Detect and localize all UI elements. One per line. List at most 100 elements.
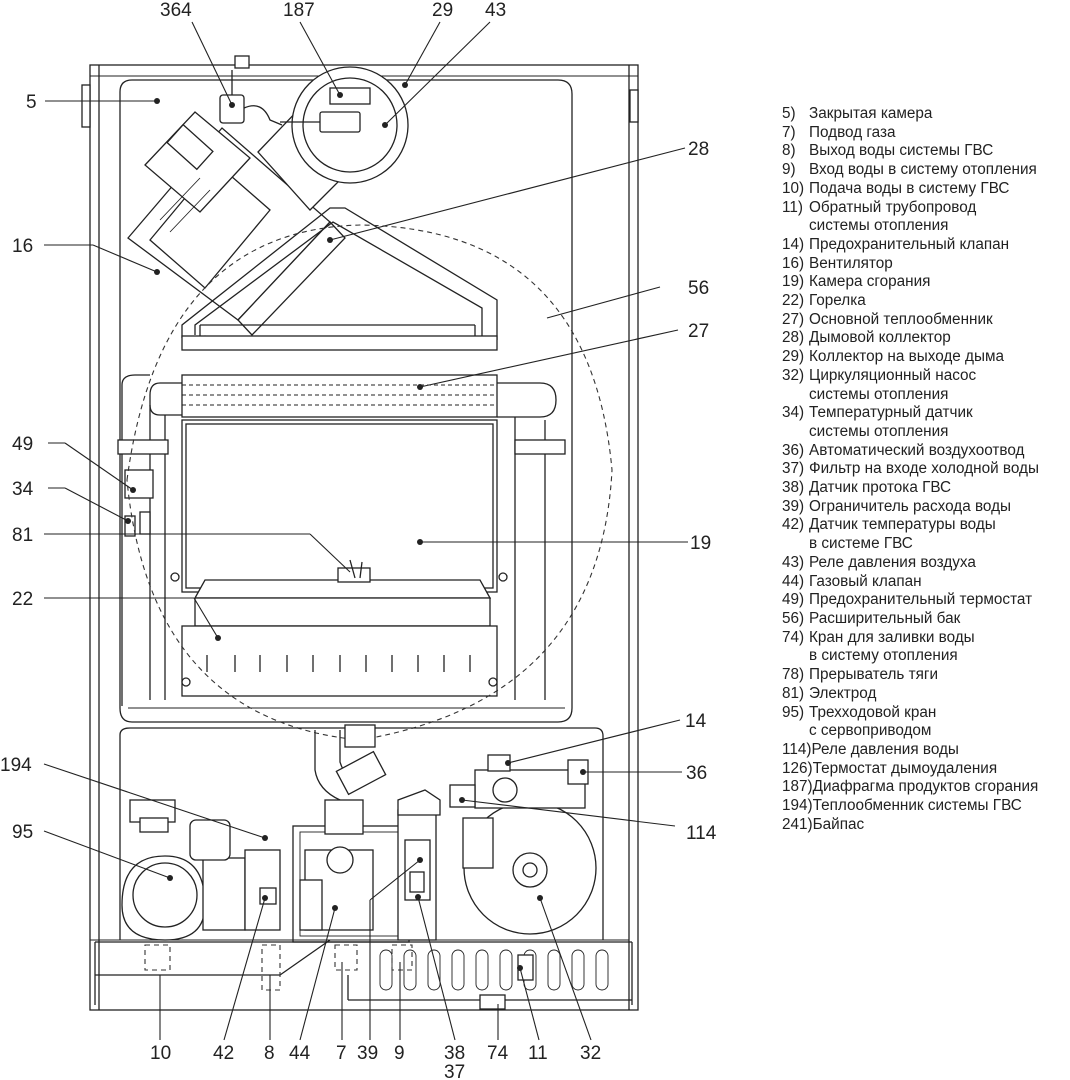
legend-item: 27)Основной теплообменник — [782, 311, 1067, 330]
legend-label: Датчик температуры воды в системе ГВС — [809, 516, 996, 553]
callout-44: 44 — [289, 1043, 311, 1064]
legend-label: Термостат дымоудаления — [812, 759, 998, 777]
legend-number: 187) — [782, 778, 813, 796]
legend-number: 19) — [782, 273, 805, 291]
callout-28: 28 — [688, 139, 709, 160]
legend-number: 28) — [782, 329, 805, 347]
legend-item: 43)Реле давления воздуха — [782, 554, 1067, 573]
gas-valve — [299, 799, 374, 931]
legend-item: 7) Подвод газа — [782, 124, 1067, 143]
callout-10: 10 — [150, 1043, 171, 1064]
legend-item: 78)Прерыватель тяги — [782, 666, 1067, 685]
legend-number: 11) — [782, 198, 803, 216]
legend-label: Предохранительный термостат — [809, 591, 1033, 609]
legend-number: 27) — [782, 310, 805, 328]
legend-number: 7) — [782, 123, 796, 141]
legend-label: Трехходовой кран с сервоприводом — [809, 703, 937, 740]
legend-item: 42)Датчик температуры воды в системе ГВС — [782, 516, 1067, 553]
callout-49: 49 — [12, 434, 33, 455]
legend-label: Циркуляционный насос системы отопления — [809, 366, 977, 403]
callout-5: 5 — [26, 92, 37, 113]
legend-label: Горелка — [809, 292, 866, 310]
callout-29: 29 — [432, 0, 453, 21]
callout-8: 8 — [264, 1043, 275, 1064]
burner — [181, 579, 498, 697]
legend-label: Подвод газа — [809, 123, 896, 141]
legend-item: 44)Газовый клапан — [782, 573, 1067, 592]
callout-39: 39 — [357, 1043, 378, 1064]
legend-number: 14) — [782, 235, 805, 253]
legend-number: 10) — [782, 179, 805, 197]
legend-item: 114)Реле давления воды — [782, 741, 1067, 760]
legend-label: Закрытая камера — [809, 105, 933, 122]
legend-label: Температурный датчик системы отопления — [809, 404, 973, 440]
expansion-vessel — [126, 224, 613, 741]
legend-number: 22) — [782, 292, 805, 310]
heat-exchanger-fins — [182, 384, 497, 406]
boiler-casing — [81, 64, 639, 1011]
callout-11: 11 — [528, 1043, 548, 1064]
legend-number: 36) — [782, 441, 805, 459]
callout-81: 81 — [12, 525, 33, 546]
legend-item: 95)Трехходовой кран с сервоприводом — [782, 704, 1067, 741]
callout-194: 194 — [0, 755, 32, 776]
callout-74: 74 — [487, 1043, 509, 1064]
safety-valve-and-deaerator — [449, 754, 589, 809]
legend-item: 34)Температурный датчик системы отоплени… — [782, 404, 1067, 441]
legend-label: Газовый клапан — [809, 572, 922, 590]
legend-item: 38)Датчик протока ГВС — [782, 479, 1067, 498]
legend-number: 114) — [782, 740, 812, 758]
legend-item: 5)Закрытая камера — [782, 105, 1067, 124]
legend-item: 14)Предохранительный клапан — [782, 236, 1067, 255]
legend-label: Фильтр на входе холодной воды — [809, 460, 1039, 478]
callout-38: 38 — [444, 1043, 465, 1064]
legend-label: Теплообменник системы ГВС — [812, 797, 1022, 815]
legend-number: 43) — [782, 553, 805, 571]
legend-item: 194)Теплообменник системы ГВС — [782, 797, 1067, 816]
callout-37: 37 — [444, 1062, 465, 1080]
callout-7: 7 — [336, 1043, 347, 1064]
legend-label: Дымовой коллектор — [809, 329, 951, 347]
legend-label: Электрод — [809, 684, 877, 702]
legend-label: Предохранительный клапан — [809, 235, 1010, 253]
leader-lines — [43, 21, 688, 1041]
legend-item: 29)Коллектор на выходе дыма — [782, 348, 1067, 367]
legend-item: 19)Камера сгорания — [782, 273, 1067, 292]
legend-item: 56)Расширительный бак — [782, 610, 1067, 629]
callout-19: 19 — [690, 533, 711, 554]
burner-nozzles — [206, 655, 471, 672]
legend-item: 241)Байпас — [782, 816, 1067, 835]
legend-number: 34) — [782, 404, 805, 422]
legend-label: Коллектор на выходе дыма — [809, 348, 1005, 366]
legend-item: 74)Кран для заливки воды в систему отопл… — [782, 629, 1067, 666]
legend-label: Вход воды в систему отопления — [809, 161, 1037, 179]
callout-95: 95 — [12, 822, 33, 843]
legend-item: 9)Вход воды в систему отопления — [782, 161, 1067, 180]
legend-number: 29) — [782, 348, 805, 366]
legend-item: 28)Дымовой коллектор — [782, 329, 1067, 348]
electrode — [337, 559, 371, 583]
sealed-chamber — [119, 79, 573, 723]
callout-16: 16 — [12, 236, 33, 257]
fume-collector-29 — [280, 66, 409, 184]
legend-label: Прерыватель тяги — [809, 666, 939, 684]
flow-sensor-block — [397, 789, 441, 941]
callout-9: 9 — [394, 1043, 405, 1064]
legend-label: Обратный трубопровод системы отопления — [809, 198, 977, 235]
legend-label: Байпас — [812, 815, 865, 833]
lower-hydraulic-block — [119, 724, 604, 940]
legend-label: Расширительный бак — [809, 609, 961, 627]
legend-number: 78) — [782, 666, 805, 684]
legend-item: 37)Фильтр на входе холодной воды — [782, 460, 1067, 479]
legend-number: 56) — [782, 609, 805, 627]
gas-pipe-connector-364 — [219, 55, 283, 126]
legend-item: 126)Термостат дымоудаления — [782, 760, 1067, 779]
legend-number: 32) — [782, 366, 805, 384]
callout-22: 22 — [12, 589, 33, 610]
callout-labels: 364 187 29 43 5 28 16 56 27 49 34 81 19 … — [0, 0, 717, 1080]
legend-number: 74) — [782, 628, 805, 646]
legend-number: 44) — [782, 572, 805, 590]
circulation-pump — [462, 801, 597, 935]
callout-32: 32 — [580, 1043, 601, 1064]
